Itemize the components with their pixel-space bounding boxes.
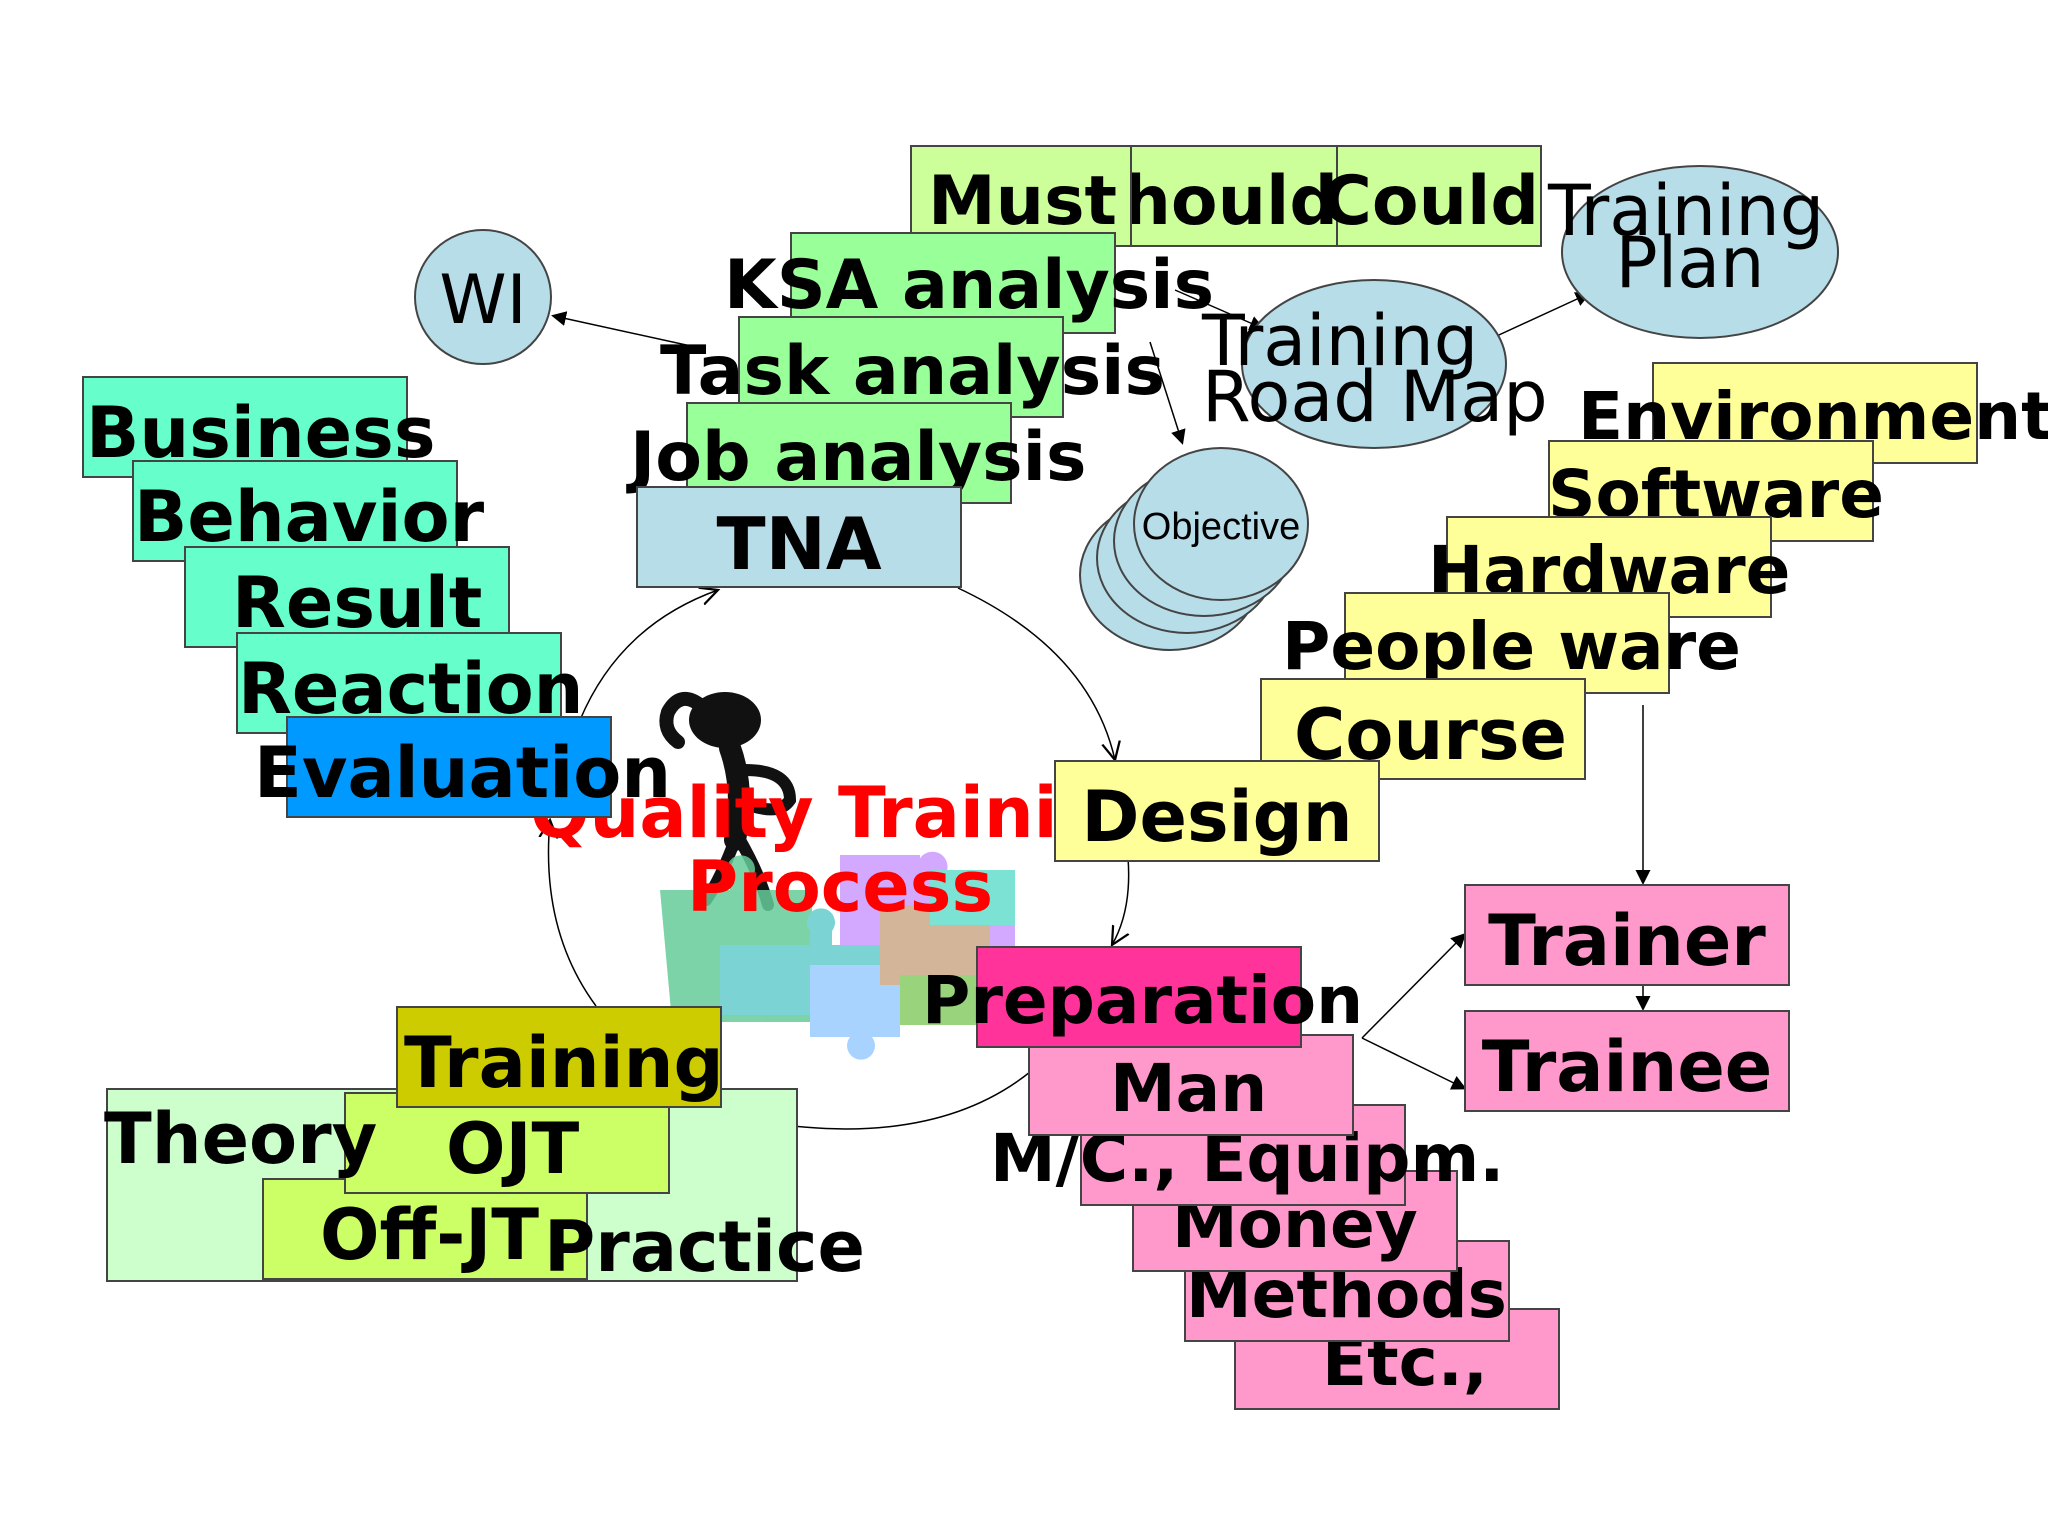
ksa-analysis-label: KSA analysis <box>724 246 1215 325</box>
design-environment-label: Environment <box>1578 378 2048 455</box>
cycle-arrow-evaluation-to-tna <box>579 590 718 721</box>
priority-should-label: Should <box>1132 168 1338 236</box>
road-map-label-1[interactable]: Training <box>1202 300 1479 382</box>
training-ojt-label: OJT <box>446 1108 580 1190</box>
training-offjt-label: Off-JT <box>320 1194 540 1276</box>
eval-result-label: Result <box>232 562 483 644</box>
prep-mc-equipment-label: M/C., Equipm. <box>990 1120 1505 1197</box>
road-map-ellipse <box>1241 279 1507 449</box>
prep-methods-label: Methods <box>1186 1256 1507 1333</box>
design-people-ware-label: People ware <box>1282 608 1741 685</box>
priority-could-label: Could <box>1322 162 1540 241</box>
prep-man-label: Man <box>1110 1050 1268 1127</box>
tna-label: TNA <box>716 502 882 586</box>
title-line-2: Process <box>686 846 994 928</box>
training-theory-label: Theory <box>104 1098 378 1180</box>
evaluation-box[interactable] <box>286 716 612 818</box>
training-plan-label-2[interactable]: Plan <box>1615 222 1765 304</box>
training-practice-label: Practice <box>544 1206 865 1288</box>
arrow-to-wi <box>551 311 701 349</box>
preparation-box[interactable] <box>976 946 1302 1048</box>
eval-reaction-label: Reaction <box>238 648 584 730</box>
design-course-label: Course <box>1294 694 1567 776</box>
training-plan-label-1[interactable]: Training <box>1548 170 1825 252</box>
objective-label[interactable]: Objective <box>1141 506 1301 548</box>
arrow-to-road-map <box>1174 289 1265 331</box>
puzzle-pieces-icon <box>660 851 1015 1060</box>
design-label: Design <box>1081 776 1353 858</box>
arrow-to-objective <box>1149 341 1186 445</box>
cycle-arrow-training-to-evaluation <box>548 820 597 1007</box>
cycle-arrow-tna-to-design <box>957 587 1115 760</box>
trainer-box[interactable] <box>1464 884 1790 986</box>
wi-circle <box>414 229 552 365</box>
evaluation-label: Evaluation <box>254 732 672 814</box>
task-analysis-box[interactable] <box>738 316 1064 418</box>
trainee-label: Trainee <box>1481 1026 1773 1108</box>
arrow-road-map-to-plan <box>1487 292 1591 341</box>
arrow-preparation-to-trainee <box>1361 1037 1467 1090</box>
eval-behavior-box[interactable] <box>132 460 458 562</box>
training-label: Training <box>404 1022 724 1104</box>
job-analysis-label: Job analysis <box>630 418 1087 497</box>
priority-must-label: Must <box>928 162 1118 241</box>
priority-could-box[interactable] <box>1336 145 1542 247</box>
training-ojt-box[interactable] <box>344 1092 670 1194</box>
preparation-label: Preparation <box>922 962 1364 1039</box>
eval-business-label: Business <box>86 392 436 474</box>
cycle-arrow-design-to-preparation <box>1112 857 1130 945</box>
objective-stack <box>1079 447 1309 651</box>
design-people-ware-box[interactable] <box>1344 592 1670 694</box>
wi-label[interactable]: WI <box>439 261 527 340</box>
priority-should-box[interactable] <box>1130 145 1340 247</box>
road-map-label-2[interactable]: Road Map <box>1202 356 1548 438</box>
trainer-label: Trainer <box>1488 900 1766 982</box>
trainee-box[interactable] <box>1464 1010 1790 1112</box>
title-line-1: Quality Training <box>530 772 1158 854</box>
eval-behavior-label: Behavior <box>134 476 485 558</box>
arrow-preparation-to-trainer <box>1361 932 1467 1039</box>
training-plan-ellipse <box>1561 165 1839 339</box>
training-box[interactable] <box>396 1006 722 1108</box>
tna-box[interactable] <box>636 486 962 588</box>
design-box[interactable] <box>1054 760 1380 862</box>
task-analysis-label: Task analysis <box>660 332 1165 411</box>
